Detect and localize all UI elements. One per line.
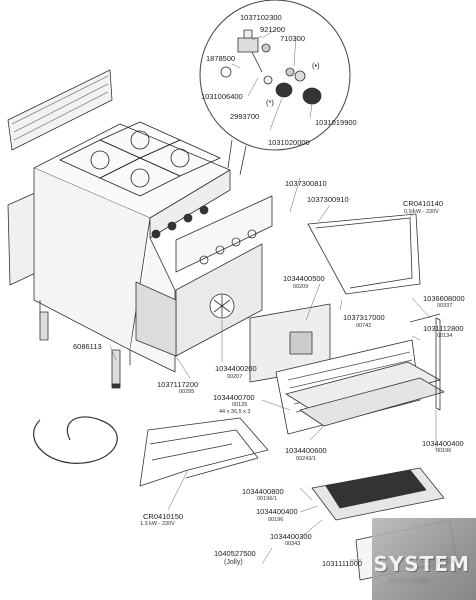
part-sub-1034400600: 00243/1 [296,456,316,462]
part-label-1034400700: 1034400700 [213,393,255,402]
part-label-bullet: (•) [312,61,320,70]
part-label-1034400400-b: 1034400400 [256,507,298,516]
part-sub-1034400300: 00343 [285,541,301,547]
part-label-1031006400: 1031006400 [201,92,243,101]
part-label-1031019900: 1031019900 [315,118,357,127]
convection-fan-icon [209,293,235,319]
part-label-1034400500: 1034400500 [283,274,325,283]
part-label-1034400400-a: 1034400400 [422,439,464,448]
power-cable [33,416,118,464]
part-label-1034400200: 1034400200 [215,364,257,373]
part-sub-1037117200: 00295 [179,389,195,395]
part-label-1031111000: 1031111000 [322,559,363,568]
part-label-1034400800: 1034400800 [242,487,284,496]
part-sub-1034400400-a: 00196 [436,448,452,454]
part-sub-1037317000: 00742 [356,323,372,329]
part-label-1034400600: 1034400600 [285,446,327,455]
part-label-2993700: 2993700 [230,112,260,121]
adjustable-feet [39,311,121,389]
top-heating-element [307,213,421,295]
part-label-710300: 710300 [280,34,306,43]
part-sub-CR0410150: 1.3 kW - 230V [140,521,175,527]
oven-trays [285,361,445,427]
part-label-1031112800: 1031112800 [423,324,464,333]
part-sub-1034400400-b: 00196 [268,517,284,523]
watermark-text: SYSTEM [373,552,470,576]
part-label-1037300910: 1037300910 [307,195,349,204]
part-sub-1034400500: 00209 [293,284,309,290]
part-label-1040527500: 1040527500 [214,549,256,558]
oven-control-panel [175,195,273,273]
part-sub-CR0410140: 0,9 kW - 230V [404,209,439,215]
control-knobs [151,205,209,239]
part-label-CR0410140: CR0410140 [403,199,444,208]
side-rack [409,313,441,411]
watermark-logo: SYSTEM [372,518,476,600]
part-label-921200: 921200 [260,25,286,34]
oven-rear-panel [249,303,331,383]
part-label-1037117200: 1037117200 [157,380,199,389]
callout-leaders [109,27,437,565]
part-label-1031020000: 1031020000 [268,138,310,147]
part-label-asterisk: (*) [266,98,274,107]
part-label-6086113: 6086113 [73,342,102,351]
part-label-CR0410150: CR0410150 [143,512,184,521]
part-sub-1034400800: 00196/1 [257,496,277,502]
part-sub-1034400200: 00207 [227,374,243,380]
part-dimensions-tray: 44 x 36,5 x 3 [219,409,251,415]
part-label-1034400300: 1034400300 [270,532,312,541]
part-label-1037317000: 1037317000 [343,313,385,322]
gas-tap-assembly-icon [220,29,322,105]
burner-grates [59,121,221,197]
knob-detail-circle [199,0,351,176]
part-label-1037102300: 1037102300 [240,13,282,22]
part-label-1878500: 1878500 [206,54,236,63]
part-sub-1031112800: 00134 [437,333,453,339]
part-sub-1034400700: 00135 [232,402,248,408]
part-sub-1040527500: (Jolly) [224,559,243,566]
part-label-1037300810: 1037300810 [285,179,327,188]
part-sub-1036608000: 00337 [437,303,453,309]
bottom-heating-element [139,417,269,487]
part-label-1036608000: 1036608000 [423,294,465,303]
